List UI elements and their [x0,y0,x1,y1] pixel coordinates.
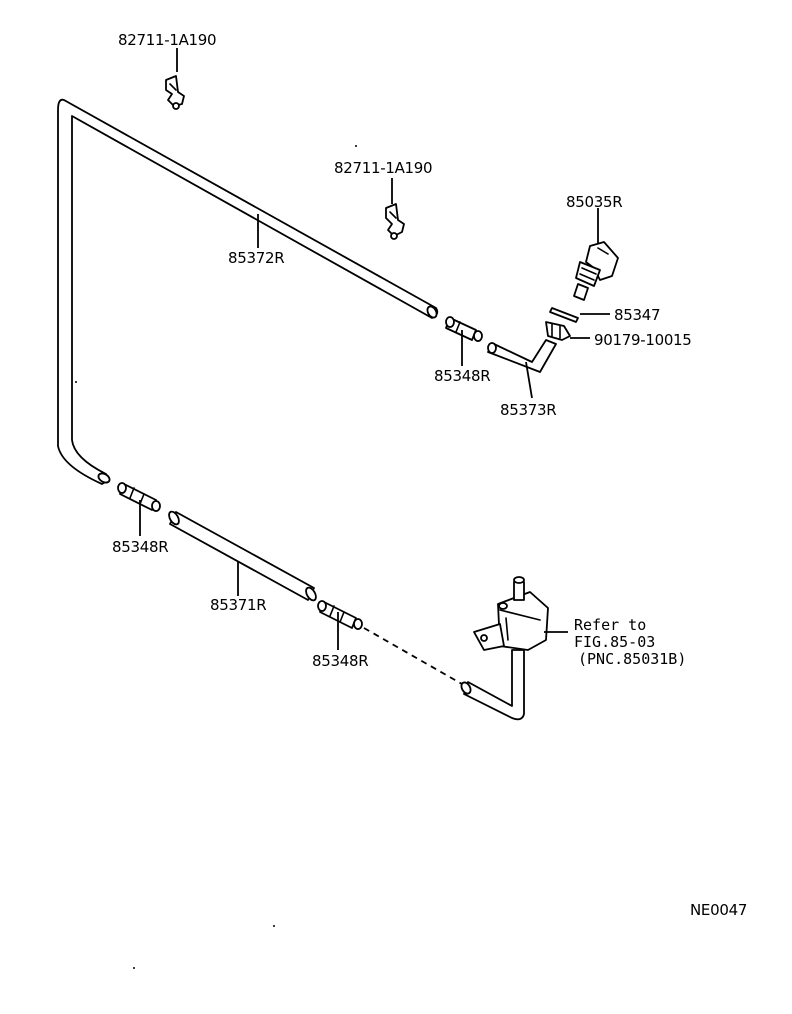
joint-upper [445,316,483,342]
label-joint-lower: 85348R [312,652,368,670]
label-clip-top: 82711-1A190 [118,31,216,49]
hose-85373r [487,339,557,373]
hose-85372r [57,98,439,485]
label-clip-middle: 82711-1A190 [334,159,432,177]
label-joint-left: 85348R [112,538,168,556]
label-hose-85371r: 85371R [210,596,266,614]
label-refer-line2: FIG.85-03 [574,633,655,651]
scan-specks [75,145,357,969]
washer-pump [473,576,549,651]
leader-lines [139,48,610,650]
label-figure-code: NE0047 [690,901,747,919]
label-nut-90179: 90179-10015 [594,331,692,349]
label-nozzle-85035r: 85035R [566,193,622,211]
label-hose-85372r: 85372R [228,249,284,267]
seal-85347 [549,307,579,323]
joint-lower [317,600,363,630]
joint-left [117,482,161,512]
pump-hose [460,649,525,721]
nozzle-85035r [573,241,619,301]
dashed-connection [363,627,463,685]
label-seal-85347: 85347 [614,306,660,324]
label-refer-line1: Refer to [574,616,646,634]
clip-top [165,75,185,110]
hose-85371r [168,510,317,602]
nut-90179 [545,321,571,341]
label-refer-line3: (PNC.85031B) [578,650,686,668]
clip-middle [385,203,405,240]
label-joint-upper: 85348R [434,367,490,385]
label-hose-85373r: 85373R [500,401,556,419]
